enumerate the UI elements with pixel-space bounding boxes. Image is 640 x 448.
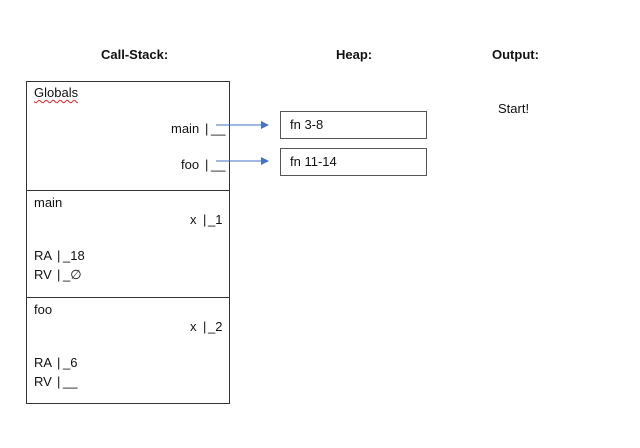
main-rv-sep: | — [57, 267, 61, 282]
main-rv-name: RV — [34, 267, 52, 282]
main-rv-value: _∅ — [63, 267, 82, 282]
main-ra-sep: | — [57, 248, 61, 263]
main-x-sep: | — [203, 212, 207, 227]
foo-ra-value: _6 — [63, 355, 78, 370]
call-stack-header: Call-Stack: — [101, 47, 169, 62]
foo-x-sep: | — [203, 319, 207, 334]
globals-foo-sep: | — [205, 157, 209, 172]
globals-main-sep: | — [205, 121, 209, 136]
heap-object-main-label: fn 3-8 — [290, 117, 324, 132]
output-text: Start! — [498, 101, 530, 116]
foo-frame: foo x | _2 RA | _6 RV | __ — [27, 297, 229, 404]
main-ra-value: _18 — [63, 248, 85, 263]
globals-foo-name: foo — [181, 157, 200, 172]
foo-ra-name: RA — [34, 355, 53, 370]
call-stack: Globals main | __ foo | __ main x | _1 R… — [26, 81, 230, 404]
main-frame-title: main — [34, 195, 63, 210]
heap-header: Heap: — [336, 47, 373, 62]
foo-rv-value: __ — [63, 374, 78, 389]
main-x-value: _1 — [208, 212, 223, 227]
globals-frame: Globals main | __ foo | __ — [27, 82, 229, 190]
main-ra-name: RA — [34, 248, 53, 263]
foo-x-value: _2 — [208, 319, 223, 334]
globals-title: Globals — [34, 85, 79, 100]
globals-main-name: main — [171, 121, 200, 136]
foo-rv-sep: | — [57, 374, 61, 389]
output-header: Output: — [492, 47, 539, 62]
main-x-name: x — [190, 212, 197, 227]
foo-frame-title: foo — [34, 302, 53, 317]
heap-object-foo: fn 11-14 — [280, 148, 427, 176]
heap-object-foo-label: fn 11-14 — [290, 154, 337, 169]
heap-object-main: fn 3-8 — [280, 111, 427, 139]
foo-x-name: x — [190, 319, 197, 334]
foo-ra-sep: | — [57, 355, 61, 370]
main-frame: main x | _1 RA | _18 RV | _∅ — [27, 190, 229, 297]
foo-rv-name: RV — [34, 374, 52, 389]
